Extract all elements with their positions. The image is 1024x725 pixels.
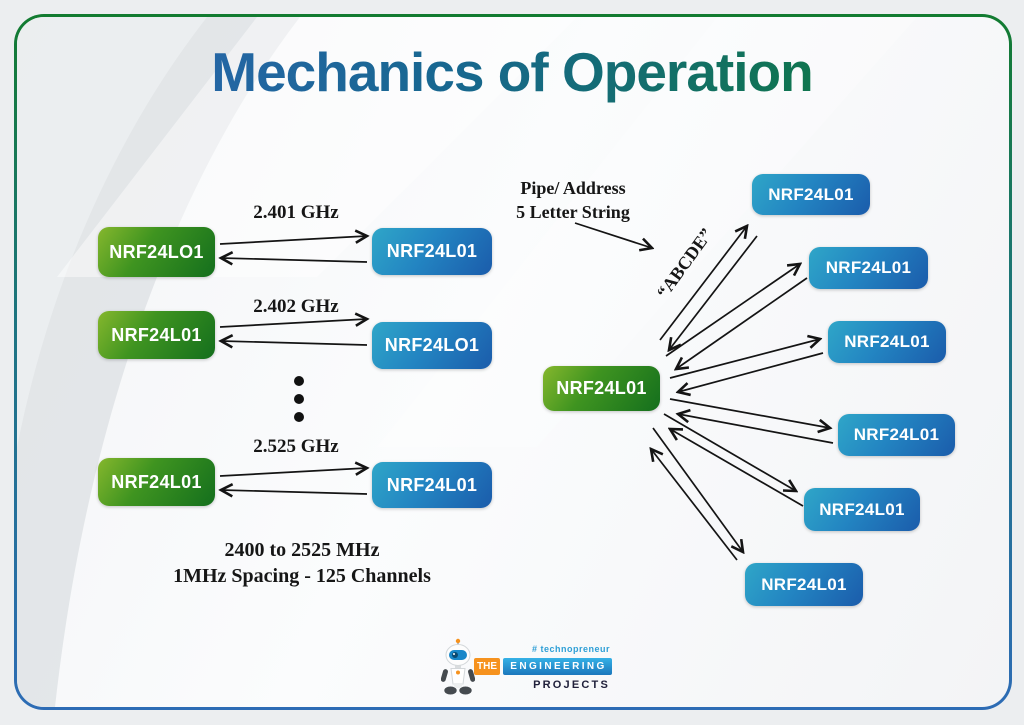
logo-the-badge: THE bbox=[474, 658, 500, 675]
nrf-node-box-6: NRF24L01 bbox=[745, 563, 863, 606]
frequency-label-1: 2.401 GHz bbox=[253, 202, 339, 223]
channels-caption-line1: 2400 to 2525 MHz bbox=[224, 539, 380, 561]
nrf-node-box-2: NRF24L01 bbox=[809, 247, 928, 289]
pipe-address-note: Pipe/ Address 5 Letter String bbox=[493, 176, 653, 224]
nrf-module-box-pair3-rx: NRF24L01 bbox=[372, 462, 492, 508]
ellipsis-dot bbox=[294, 376, 304, 386]
frequency-label-2: 2.402 GHz bbox=[253, 296, 339, 317]
ellipsis-dot bbox=[294, 394, 304, 404]
logo-tagline: # technopreneur bbox=[531, 644, 610, 654]
nrf-node-box-1: NRF24L01 bbox=[752, 174, 870, 215]
nrf-module-box-pair2-tx: NRF24L01 bbox=[98, 311, 215, 359]
logo-engineering-badge: ENGINEERING bbox=[503, 658, 612, 675]
nrf-node-box-5: NRF24L01 bbox=[804, 488, 920, 531]
pipe-address-note-line1: Pipe/ Address bbox=[520, 178, 626, 198]
pipe-address-note-line2: 5 Letter String bbox=[516, 202, 630, 222]
nrf-node-box-3: NRF24L01 bbox=[828, 321, 946, 363]
nrf-hub-box: NRF24L01 bbox=[543, 366, 660, 411]
channels-caption-line2: 1MHz Spacing - 125 Channels bbox=[173, 565, 431, 587]
channels-caption: 2400 to 2525 MHz 1MHz Spacing - 125 Chan… bbox=[152, 537, 452, 589]
logo-robot-icon bbox=[441, 638, 475, 695]
nrf-node-box-4: NRF24L01 bbox=[838, 414, 955, 456]
nrf-module-box-pair1-tx: NRF24LO1 bbox=[98, 227, 215, 277]
page-title: Mechanics of Operation bbox=[0, 40, 1024, 104]
frequency-label-3: 2.525 GHz bbox=[253, 436, 339, 457]
nrf-module-box-pair3-tx: NRF24L01 bbox=[98, 458, 215, 506]
nrf-module-box-pair1-rx: NRF24L01 bbox=[372, 228, 492, 275]
logo-projects-label: PROJECTS bbox=[533, 679, 610, 691]
address-string-label: “ABCDE” bbox=[652, 224, 717, 302]
ellipsis-dot bbox=[294, 412, 304, 422]
nrf-module-box-pair2-rx: NRF24LO1 bbox=[372, 322, 492, 369]
